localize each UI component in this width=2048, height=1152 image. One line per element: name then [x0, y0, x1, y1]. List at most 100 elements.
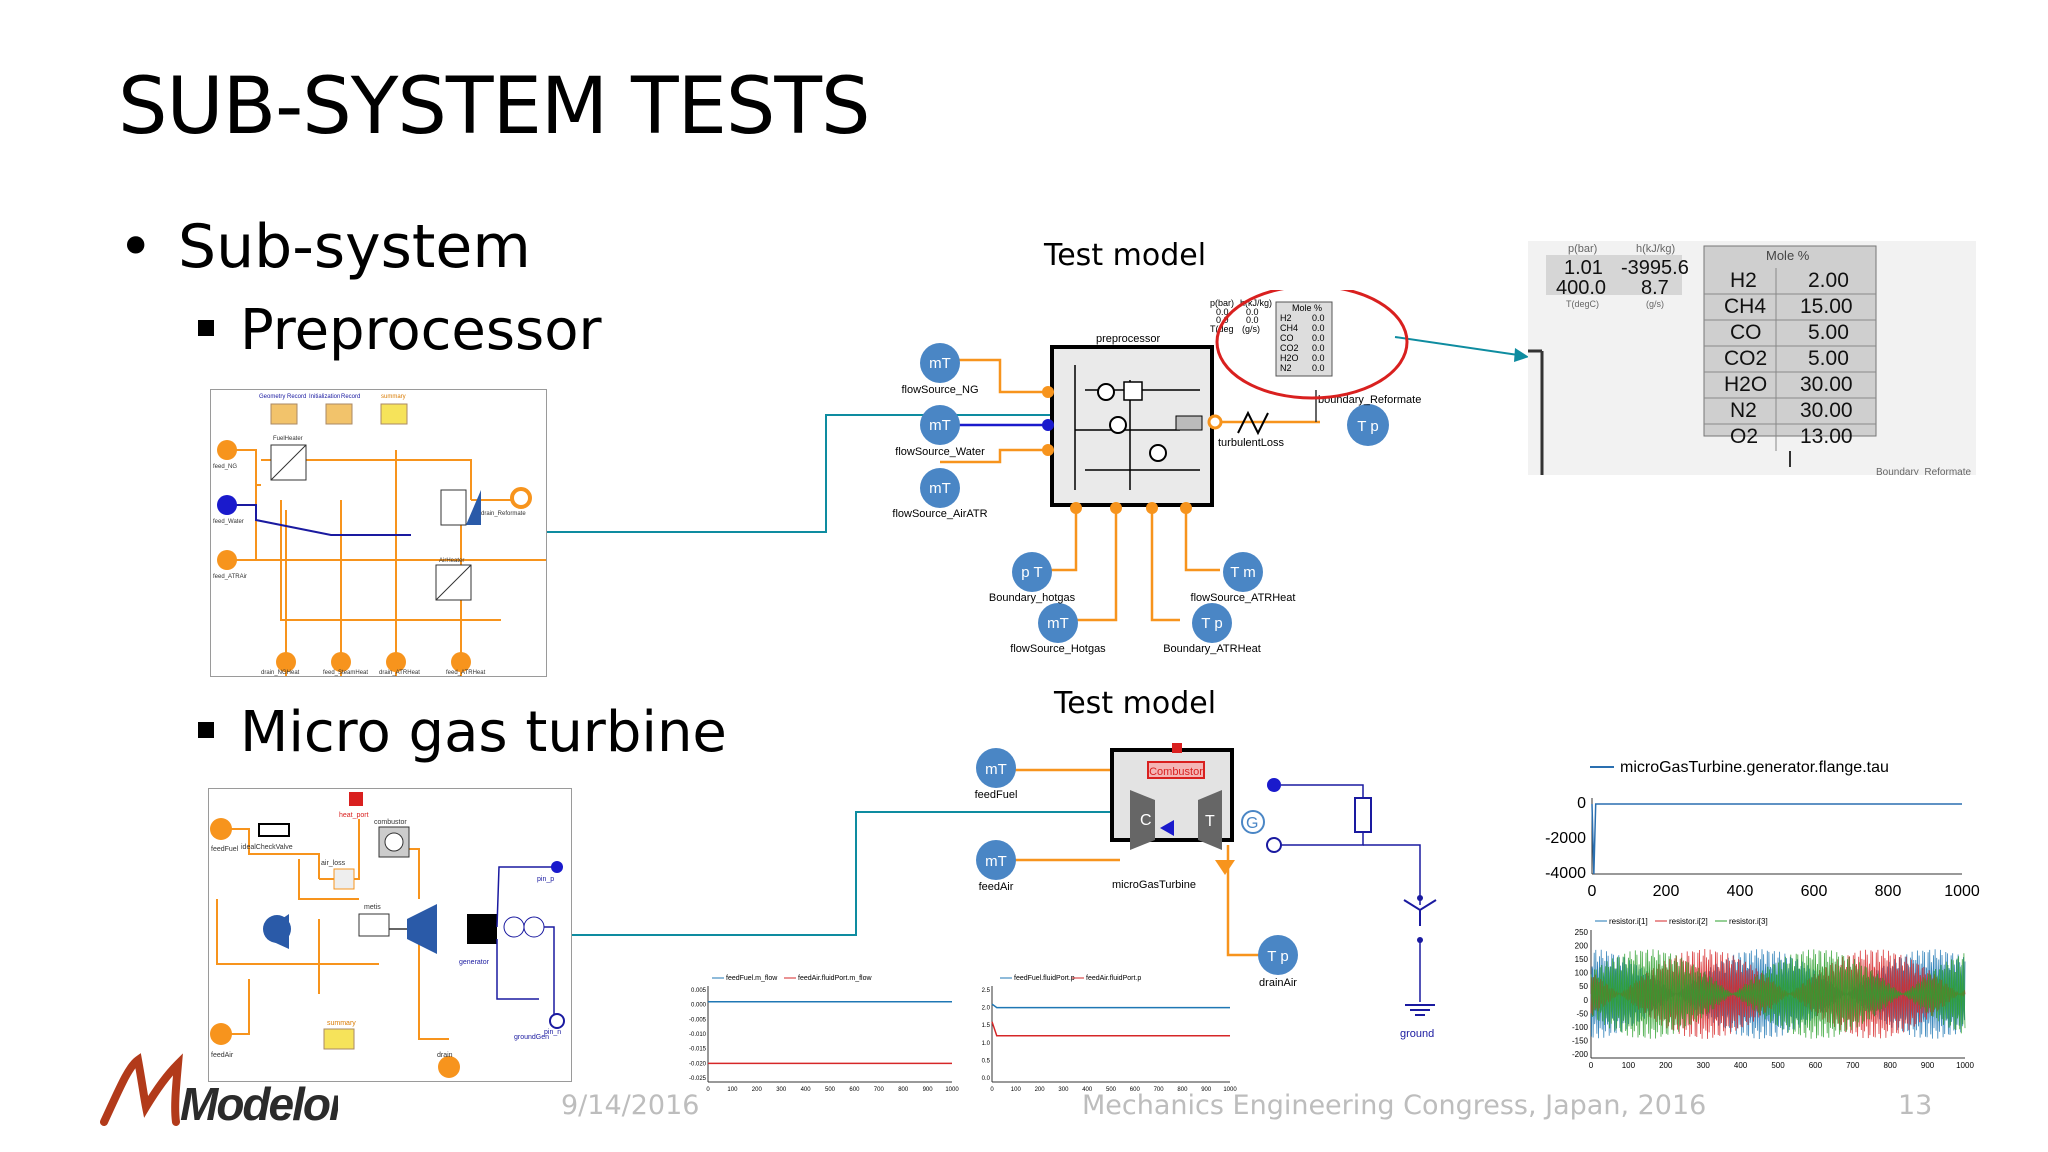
tick-label: 800 [1884, 1061, 1898, 1070]
preprocessor-diagram[interactable]: Geometry Record Initialization Record su… [210, 389, 547, 677]
svg-text:feed_Water: feed_Water [213, 519, 244, 525]
svg-text:p(bar): p(bar) [1568, 243, 1597, 255]
svg-text:feed_SteamHeat: feed_SteamHeat [323, 670, 368, 676]
tick-label: 250 [1575, 928, 1589, 937]
mgt-test-model[interactable]: Combustor C T G ground microGasTurbine m… [960, 740, 1470, 1045]
svg-text:0.0: 0.0 [1312, 333, 1325, 343]
tick-label: 600 [1130, 1087, 1141, 1093]
svg-text:Combustor: Combustor [1149, 766, 1203, 778]
feedfuel-icon [976, 748, 1016, 788]
tick-label: -0.015 [689, 1047, 707, 1053]
svg-text:p(bar): p(bar) [1210, 298, 1234, 308]
svg-text:feed_NG: feed_NG [213, 464, 237, 470]
svg-text:Boundary_Reformate: Boundary_Reformate [1876, 467, 1971, 475]
bullet-subsystem-label: Sub-system [178, 212, 531, 282]
massflow-chart[interactable]: feedFuel.m_flow feedAir.fluidPort.m_flow… [672, 970, 964, 1100]
tick-label: 200 [1659, 1061, 1673, 1070]
svg-text:0.0: 0.0 [1312, 363, 1325, 373]
svg-text:H2O: H2O [1280, 353, 1299, 363]
preprocessor-test-model[interactable]: preprocessor mT mT mT flowSource_NG flow… [880, 290, 1440, 680]
tick-label: 700 [874, 1087, 885, 1093]
svg-text:p T: p T [1021, 564, 1042, 581]
svg-text:N2: N2 [1730, 399, 1757, 422]
tick-label: 200 [1575, 942, 1589, 951]
svg-text:feedFuel: feedFuel [211, 846, 239, 853]
svg-text:2.00: 2.00 [1808, 269, 1849, 292]
svg-text:Boundary_hotgas: Boundary_hotgas [989, 592, 1076, 604]
svg-text:FuelHeater: FuelHeater [273, 436, 303, 442]
preprocessor-label: preprocessor [1096, 333, 1161, 345]
tau-chart[interactable]: microGasTurbine.generator.flange.tau 0 -… [1530, 752, 2010, 912]
tick-label: 200 [752, 1087, 763, 1093]
record-icon [325, 403, 353, 425]
svg-text:Initialization: Initialization [309, 394, 340, 400]
svg-text:feed_ATRAir: feed_ATRAir [213, 574, 247, 580]
turbine-icon [407, 904, 437, 954]
svg-text:feedAir.fluidPort.p: feedAir.fluidPort.p [1086, 975, 1141, 982]
drain-reformate-port [510, 487, 532, 509]
svg-text:(g/s): (g/s) [1646, 299, 1664, 309]
svg-text:H2: H2 [1730, 269, 1757, 292]
svg-text:flowSource_AirATR: flowSource_AirATR [892, 508, 987, 520]
svg-text:-4000: -4000 [1545, 865, 1586, 882]
tick-label: 1.5 [982, 1023, 991, 1029]
test-model-label-2: Test model [1054, 686, 1217, 721]
zoom-summary-panel: p(bar) h(kJ/kg) 1.01 -3995.6 400.0 8.7 T… [1528, 241, 1976, 475]
feed-water-port [217, 495, 237, 515]
mgt-diagram[interactable]: heat_port feedFuel idealCheckValve combu… [208, 788, 572, 1082]
svg-text:ground: ground [1400, 1028, 1434, 1040]
footer-date: 9/14/2016 [561, 1090, 700, 1121]
tick-label: 300 [776, 1087, 787, 1093]
svg-text:flowSource_Water: flowSource_Water [895, 446, 985, 458]
svg-text:Boundary_ATRHeat: Boundary_ATRHeat [1163, 643, 1261, 655]
svg-text:5.00: 5.00 [1808, 321, 1849, 344]
svg-text:T p: T p [1201, 615, 1222, 632]
tick-label: 1.0 [982, 1041, 991, 1047]
tick-label: 700 [1154, 1087, 1165, 1093]
svg-text:0.0: 0.0 [1246, 315, 1259, 325]
summary-icon [380, 403, 408, 425]
svg-text:pin_n: pin_n [544, 1029, 561, 1036]
svg-text:400: 400 [1727, 883, 1754, 900]
svg-text:heat_port: heat_port [339, 812, 369, 819]
svg-text:feedFuel.m_flow: feedFuel.m_flow [726, 975, 778, 982]
tick-label: -150 [1572, 1036, 1589, 1045]
svg-text:-2000: -2000 [1545, 830, 1586, 847]
svg-text:0.0: 0.0 [1312, 323, 1325, 333]
tick-label: 100 [727, 1087, 738, 1093]
svg-text:generator: generator [459, 959, 490, 966]
svg-text:13.00: 13.00 [1800, 425, 1853, 448]
svg-text:flowSource_ATRHeat: flowSource_ATRHeat [1191, 592, 1296, 604]
svg-text:mT: mT [985, 761, 1007, 778]
svg-text:O2: O2 [1730, 425, 1758, 448]
tick-label: 500 [1106, 1087, 1117, 1093]
svg-text:mT: mT [929, 480, 951, 497]
pressure-chart[interactable]: feedFuel.fluidPort.p feedAir.fluidPort.p… [960, 970, 1242, 1100]
tick-label: 200 [1035, 1087, 1046, 1093]
svg-text:CO2: CO2 [1280, 343, 1299, 353]
tick-label: 0.0 [982, 1076, 991, 1082]
flowsource-water-icon [920, 405, 960, 445]
svg-text:resistor.i[2]: resistor.i[2] [1669, 917, 1708, 926]
series-line [1590, 949, 1966, 1039]
tick-label: -100 [1572, 1023, 1589, 1032]
svg-text:mT: mT [929, 355, 951, 372]
tick-label: 400 [1734, 1061, 1748, 1070]
tick-label: 700 [1846, 1061, 1860, 1070]
svg-text:pin_p: pin_p [537, 876, 554, 883]
svg-text:feedFuel.fluidPort.p: feedFuel.fluidPort.p [1014, 975, 1075, 982]
svg-text:C: C [1140, 812, 1152, 829]
svg-text:Mole %: Mole % [1766, 248, 1810, 263]
resistor-chart[interactable]: resistor.i[1] resistor.i[2] resistor.i[3… [1565, 915, 1975, 1075]
svg-text:CH4: CH4 [1280, 323, 1298, 333]
test-model-label-1: Test model [1044, 238, 1207, 273]
tick-label: 100 [1011, 1087, 1022, 1093]
svg-text:summary: summary [327, 1020, 356, 1027]
svg-text:CO: CO [1730, 321, 1762, 344]
bullet-preprocessor-label: Preprocessor [240, 298, 602, 363]
svg-text:800: 800 [1875, 883, 1902, 900]
svg-text:200: 200 [1653, 883, 1680, 900]
flowsource-ng-icon [920, 343, 960, 383]
tick-label: 400 [1082, 1087, 1093, 1093]
tick-label: 900 [923, 1087, 934, 1093]
